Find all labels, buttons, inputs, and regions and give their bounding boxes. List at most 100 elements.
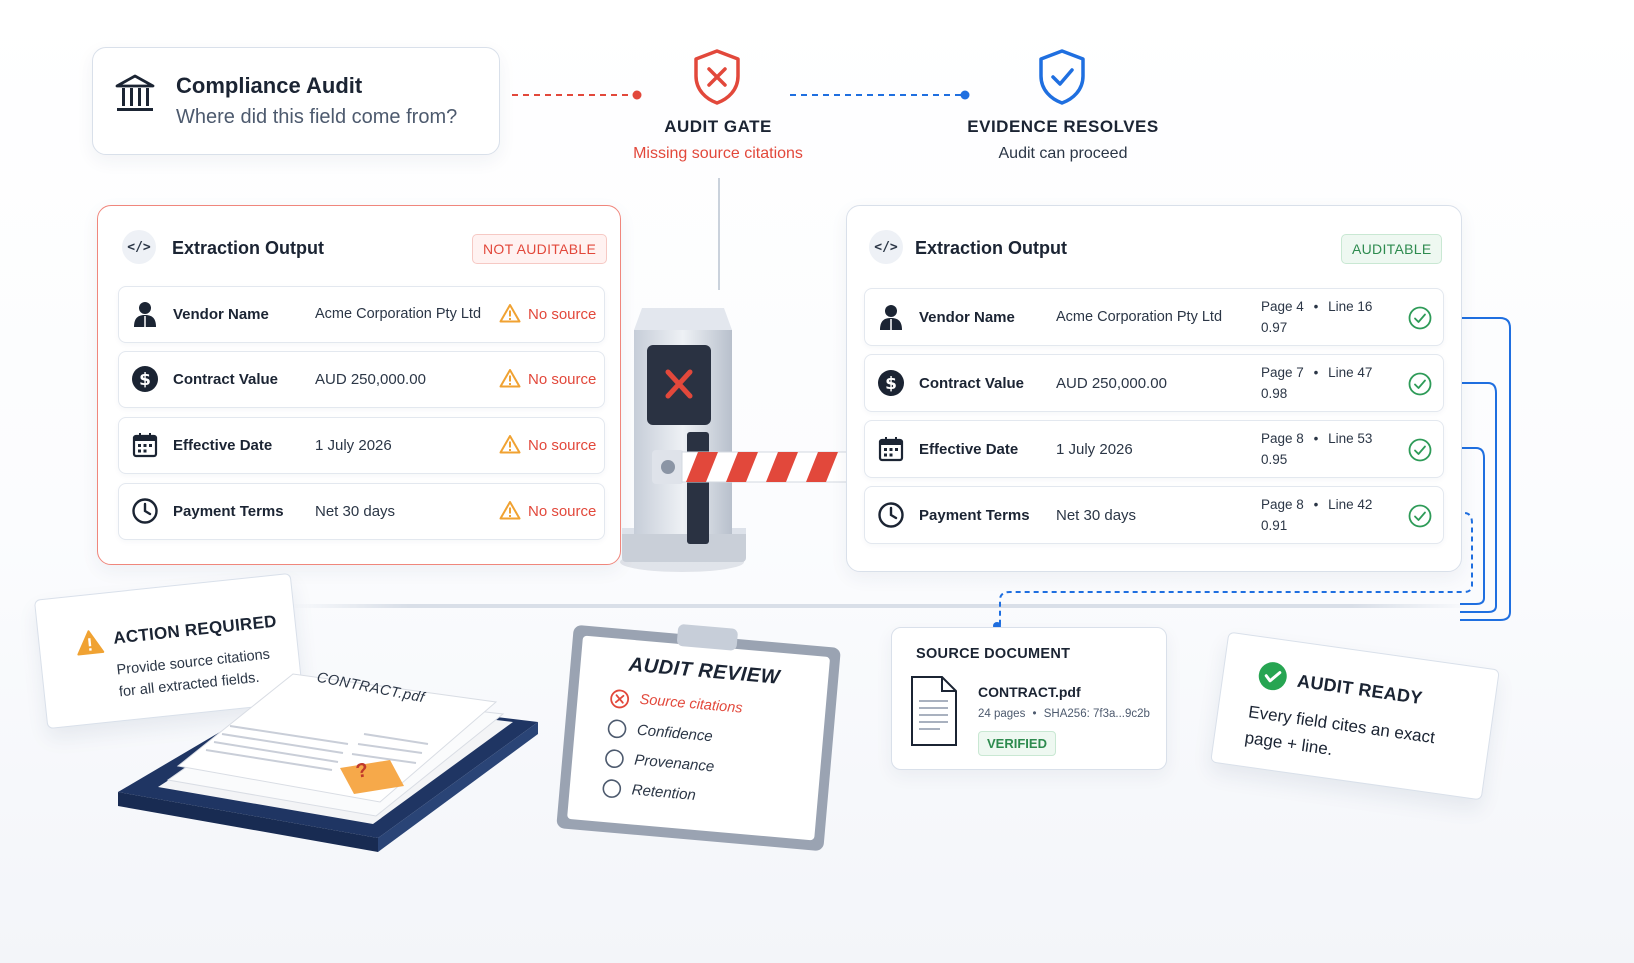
action-required-card-wrap: ACTION REQUIRED Provide source citations…	[33, 572, 305, 730]
field-value: AUD 250,000.00	[315, 371, 426, 388]
person-icon	[880, 305, 902, 330]
red-connector-dot	[632, 90, 642, 100]
shield-x-icon	[694, 49, 740, 105]
audit-gate-subtitle: Missing source citations	[633, 145, 803, 162]
left-row-effective-date: Effective Date 1 July 2026 No source	[118, 417, 605, 474]
left-panel-title: Extraction Output	[172, 238, 324, 258]
evidence-resolves-label: EVIDENCE RESOLVES Audit can proceed	[950, 117, 1176, 163]
action-required-title: ACTION REQUIRED	[112, 611, 278, 648]
action-required-card: ACTION REQUIRED Provide source citations…	[33, 572, 305, 730]
check-circle-icon	[1408, 504, 1432, 528]
right-row-contract-value: $ Contract Value AUD 250,000.00 Page 7 •…	[864, 354, 1444, 412]
field-label: Effective Date	[173, 437, 273, 454]
right-panel-title: Extraction Output	[915, 238, 1067, 258]
empty-circle-icon	[607, 719, 627, 739]
field-value: 1 July 2026	[1056, 441, 1133, 458]
field-value: 1 July 2026	[315, 437, 392, 454]
field-label: Contract Value	[173, 371, 279, 388]
source-meta: 24 pages • SHA256: 7f3a...9c2b	[978, 708, 1150, 720]
warning-icon	[499, 304, 521, 323]
calendar-icon	[878, 437, 904, 462]
clock-icon	[878, 502, 904, 528]
right-row-payment-terms: Payment Terms Net 30 days Page 8 • Line …	[864, 486, 1444, 544]
citation: Page 8 • Line 53 0.95	[1261, 428, 1372, 470]
document-icon	[911, 676, 957, 746]
citation-confidence: 0.91	[1261, 518, 1288, 533]
auditable-badge: AUDITABLE	[1341, 234, 1443, 264]
field-value: Acme Corporation Pty Ltd	[315, 306, 482, 322]
page-subtitle: Where did this field come from?	[176, 106, 458, 128]
warning-icon	[77, 630, 105, 656]
contract-binder-illustration	[118, 673, 538, 852]
citation: Page 8 • Line 42 0.91	[1261, 494, 1372, 536]
x-circle-icon	[610, 689, 630, 709]
source-filename: CONTRACT.pdf	[978, 684, 1081, 700]
dollar-icon: $	[878, 370, 904, 396]
source-hash: SHA256: 7f3a...9c2b	[1043, 708, 1150, 720]
citation-line-3	[1447, 447, 1485, 605]
svg-text:$: $	[139, 370, 151, 390]
check-circle-icon	[1408, 438, 1432, 462]
check-circle-icon	[1408, 306, 1432, 330]
source-document-card: SOURCE DOCUMENT CONTRACT.pdf 24 pages • …	[891, 627, 1167, 770]
clock-icon	[132, 498, 158, 524]
source-meta-sep: •	[1032, 708, 1037, 720]
no-source-status: No source	[528, 306, 597, 323]
citation: Page 7 • Line 47 0.98	[1261, 362, 1372, 404]
warning-icon	[499, 435, 521, 454]
evidence-resolves-title: EVIDENCE RESOLVES	[967, 117, 1159, 136]
dollar-icon: $	[132, 366, 158, 392]
citation-confidence: 0.95	[1261, 452, 1288, 467]
source-document-heading: SOURCE DOCUMENT	[916, 646, 1071, 662]
field-label: Payment Terms	[173, 503, 284, 520]
citation-line-4	[999, 512, 1473, 626]
barrier-gate-illustration	[620, 308, 852, 572]
no-source-status: No source	[528, 371, 597, 388]
code-icon: </>	[869, 230, 903, 264]
warning-icon	[499, 501, 521, 520]
citation-line-2	[1447, 382, 1497, 613]
field-label: Vendor Name	[919, 309, 1015, 326]
field-label: Effective Date	[919, 441, 1019, 458]
citation-page: Page 7	[1261, 365, 1304, 380]
citation-sep: •	[1313, 497, 1319, 512]
citation: Page 4 • Line 16 0.97	[1261, 296, 1372, 338]
citation-page: Page 4	[1261, 299, 1304, 314]
no-source-status: No source	[528, 437, 597, 454]
audit-ready-card-wrap: AUDIT READY Every field cites an exact p…	[1210, 631, 1500, 801]
check-circle-icon	[1408, 372, 1432, 396]
bank-icon	[115, 74, 155, 111]
no-source-status: No source	[528, 503, 597, 520]
page-title: Compliance Audit	[176, 73, 363, 98]
empty-circle-icon	[602, 779, 622, 798]
code-icon: </>	[122, 230, 156, 264]
svg-text:$: $	[885, 374, 897, 394]
shield-check-icon	[1039, 49, 1085, 105]
empty-circle-icon	[605, 749, 624, 769]
not-auditable-badge: NOT AUDITABLE	[472, 234, 608, 264]
right-row-effective-date: Effective Date 1 July 2026 Page 8 • Line…	[864, 420, 1444, 478]
field-label: Contract Value	[919, 375, 1025, 392]
document-lines	[205, 725, 429, 771]
left-row-contract-value: $ Contract Value AUD 250,000.00 No sourc…	[118, 351, 605, 408]
citation-sep: •	[1313, 431, 1319, 446]
compliance-audit-card: Compliance Audit Where did this field co…	[92, 47, 500, 155]
field-label: Payment Terms	[919, 507, 1030, 524]
audit-ready-line2: page + line.	[1243, 727, 1334, 760]
warning-icon	[499, 369, 521, 388]
right-row-vendor: Vendor Name Acme Corporation Pty Ltd Pag…	[864, 288, 1444, 346]
citation-confidence: 0.98	[1261, 386, 1288, 401]
blue-connector-dot	[960, 90, 970, 100]
source-pages: 24 pages	[978, 708, 1026, 720]
field-label: Vendor Name	[173, 306, 269, 323]
field-value: Acme Corporation Pty Ltd	[1056, 309, 1223, 325]
shelf-line	[290, 604, 1470, 608]
citation-line: Line 47	[1328, 365, 1373, 380]
citation-page: Page 8	[1261, 497, 1304, 512]
citation-page: Page 8	[1261, 431, 1304, 446]
audit-gate-title: AUDIT GATE	[664, 117, 772, 136]
person-icon	[134, 302, 156, 327]
check-circle-filled-icon	[1258, 662, 1287, 691]
evidence-resolves-subtitle: Audit can proceed	[998, 145, 1128, 162]
